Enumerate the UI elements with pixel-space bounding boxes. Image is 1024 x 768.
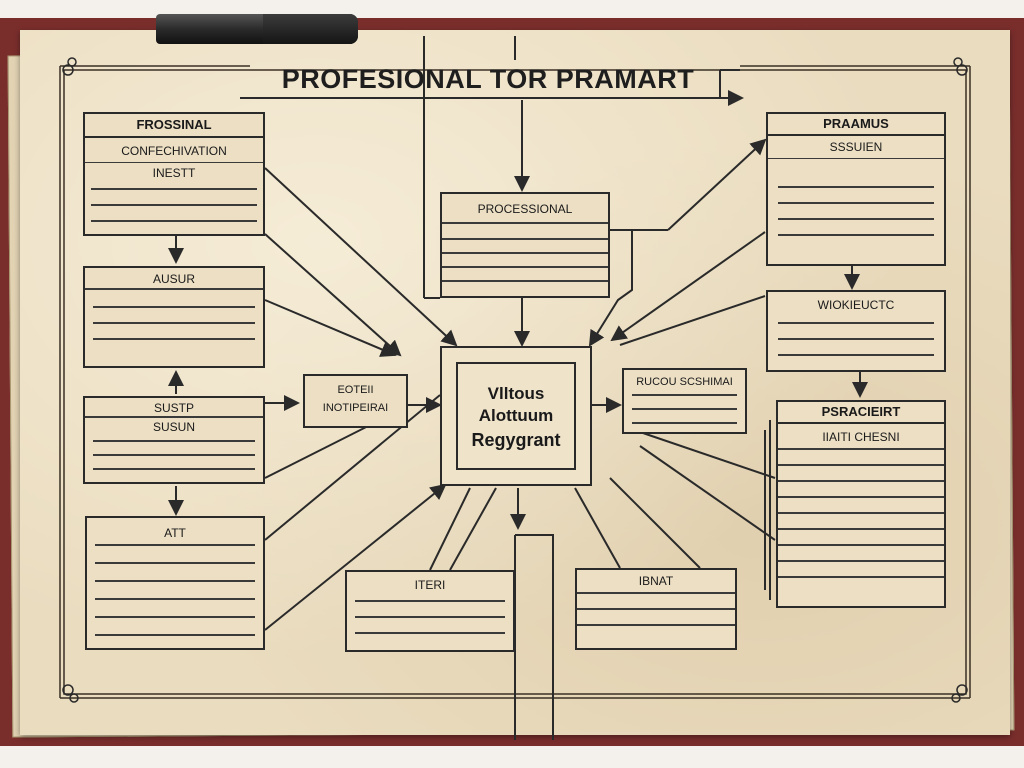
box-header: IBNAT xyxy=(638,574,674,588)
page-title: PROFESIONAL TOR PRAMART xyxy=(281,64,695,94)
box-header: ATT xyxy=(164,526,186,540)
box-subheader: CONFECHIVATION xyxy=(121,144,227,158)
box-top-center: PROCESSIONAL xyxy=(440,192,610,298)
box-header: PSRACIEIRT xyxy=(778,402,944,424)
box-subheader: IIAITI CHESNI xyxy=(822,430,900,444)
center-line: Vlltous xyxy=(487,384,545,403)
box-right-3: PSRACIEIRT IIAITI CHESNI xyxy=(776,400,946,608)
center-line: Regygrant xyxy=(471,430,561,450)
box-left-2: AUSUR xyxy=(83,266,265,368)
box-top-right: PRAAMUS SSSUIEN xyxy=(766,112,946,266)
box-left-3: SUSTP SUSUN xyxy=(83,396,265,484)
box-subheader: SUSUN xyxy=(152,420,195,434)
box-header: RUCOU SCSHIMAI xyxy=(636,376,733,388)
box-header: ITERI xyxy=(414,578,446,592)
box-left-4: ATT xyxy=(85,516,265,650)
box-line: INOTIPEIRAI xyxy=(322,402,389,414)
box-header: FROSSINAL xyxy=(85,114,263,138)
marker-pen-cap xyxy=(263,14,358,44)
box-subheader: INESTT xyxy=(152,166,196,180)
box-middle-right: RUCOU SCSHIMAI xyxy=(622,368,747,434)
box-bottom-center: ITERI xyxy=(345,570,515,652)
box-header: PRAAMUS xyxy=(768,114,944,136)
box-header: PROCESSIONAL xyxy=(477,202,573,216)
box-top-left: FROSSINAL CONFECHIVATION INESTT xyxy=(83,112,265,236)
box-bottom-right: IBNAT xyxy=(575,568,737,650)
box-header: WIOKIEUCTC xyxy=(817,298,895,312)
box-center: Vlltous Alottuum Regygrant xyxy=(440,346,592,486)
center-line: Alottuum xyxy=(478,406,554,425)
corner-flourish-icon xyxy=(62,57,968,703)
box-header: SUSTP xyxy=(153,401,194,415)
box-subheader: SSSUIEN xyxy=(829,140,883,154)
box-header: AUSUR xyxy=(152,272,195,286)
box-line: EOTEII xyxy=(337,384,374,396)
box-middle-left: EOTEII INOTIPEIRAI xyxy=(303,374,408,428)
box-right-2: WIOKIEUCTC xyxy=(766,290,946,372)
box-center-inner xyxy=(456,362,576,470)
